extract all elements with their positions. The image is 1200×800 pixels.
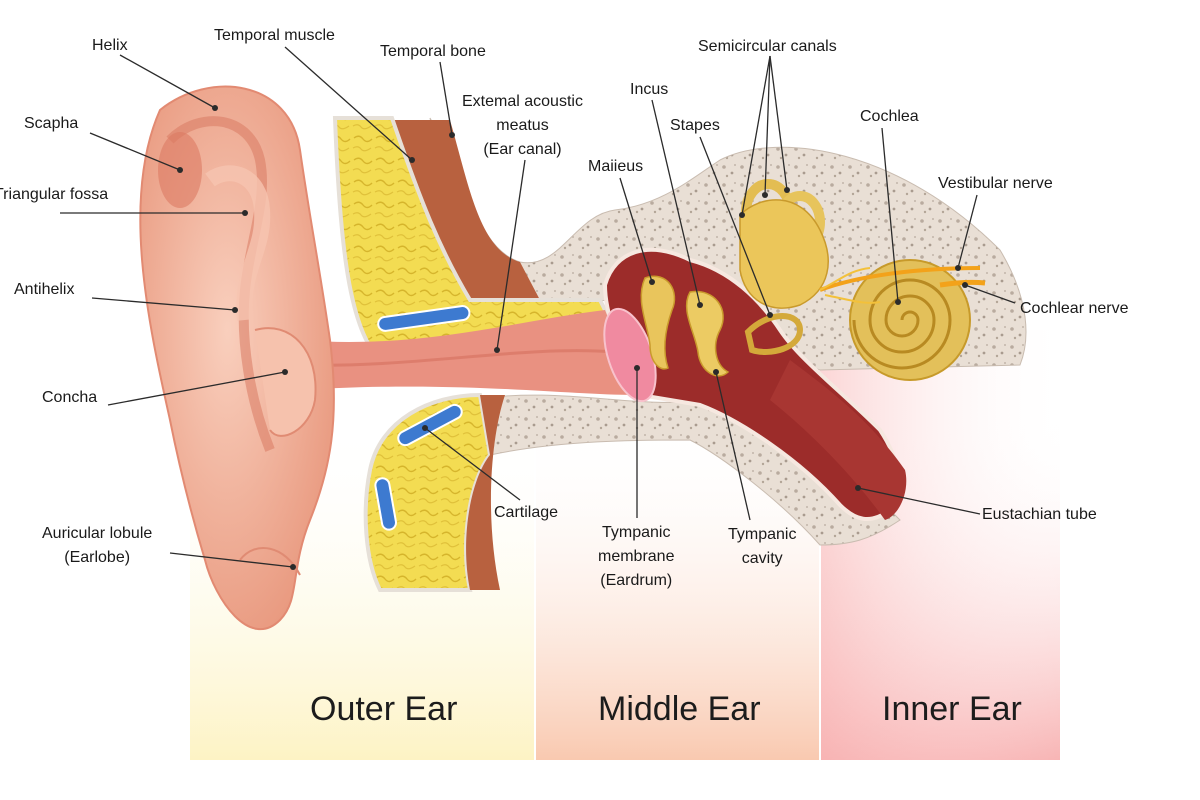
label-stapes: Stapes [670,117,720,134]
label-tympanic-cavity: Tympanic cavity [728,523,796,571]
label-meatus-line1: Extemal acoustic [462,93,583,110]
label-malleus: Maiieus [588,158,644,175]
temporal-muscle [390,120,540,305]
vessel-lower-2 [374,477,397,531]
label-scapha: Scapha [24,115,79,132]
label-meatus-line3: (Ear canal) [483,141,562,158]
stapes [744,313,804,355]
label-tympanic-cavity-line2: cavity [741,550,783,567]
semicircular-canals [739,179,829,309]
label-tympanic-membrane: Tympanic membrane (Eardrum) [598,521,674,593]
label-meatus-line2: meatus [496,117,549,134]
label-tympanic-membrane-line2: membrane [598,548,675,565]
section-title-middle-ear: Middle Ear [598,690,761,728]
label-eustachian-tube: Eustachian tube [982,506,1097,523]
label-triangular-fossa: Triangular fossa [0,186,109,203]
label-cochlea: Cochlea [860,108,919,125]
malleus [640,275,676,370]
label-tympanic-membrane-line1: Tympanic [602,524,671,541]
label-tympanic-membrane-line3: (Eardrum) [600,572,673,589]
label-concha: Concha [42,389,98,406]
cochlea [849,259,971,381]
label-external-acoustic-meatus: Extemal acoustic meatus (Ear canal) [462,90,583,162]
label-cochlear-nerve: Cochlear nerve [1020,300,1129,317]
section-title-outer-ear: Outer Ear [310,690,458,728]
vessel-upper [377,305,471,332]
lower-muscle-band [466,395,505,590]
label-auricular-lobule-line1: Auricular lobule [42,525,153,542]
label-temporal-muscle: Temporal muscle [214,27,335,44]
incus [685,290,730,377]
section-title-inner-ear: Inner Ear [882,690,1022,728]
label-temporal-bone: Temporal bone [380,43,486,60]
ossicles [640,275,804,377]
label-incus: Incus [630,81,669,98]
leader-dots [177,105,968,570]
leader-lines [60,46,1016,568]
vessel-lower-1 [397,403,463,447]
label-vestibular-nerve: Vestibular nerve [938,175,1053,192]
label-helix: Helix [92,37,128,54]
label-antihelix: Antihelix [14,281,75,298]
label-tympanic-cavity-line1: Tympanic [728,526,797,543]
eustachian-tube [770,360,907,520]
label-cartilage: Cartilage [494,504,559,521]
label-auricular-lobule: Auricular lobule (Earlobe) [42,522,152,570]
label-semicircular-canals: Semicircular canals [698,38,837,55]
ear-canal [300,310,640,395]
label-auricular-lobule-line2: (Earlobe) [64,549,131,566]
